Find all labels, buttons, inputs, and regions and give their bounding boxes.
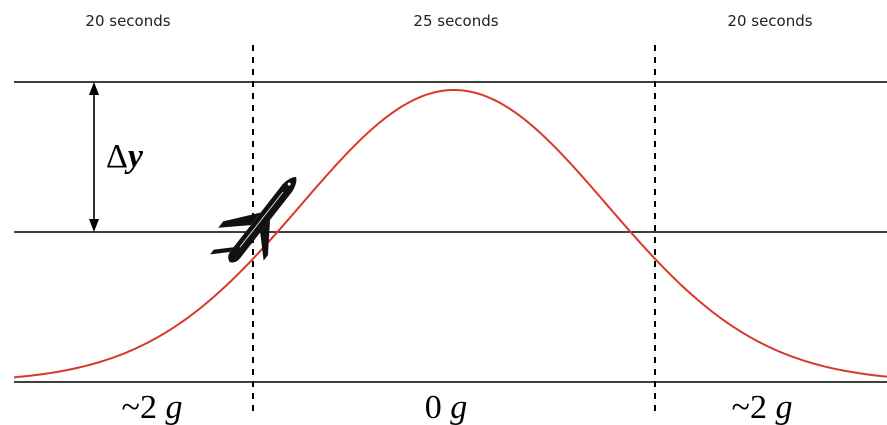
gforce-label-pull-out: ~2 g: [732, 389, 793, 425]
gforce-label-pull-up: ~2 g: [122, 389, 183, 425]
gforce-value-pull-up: ~2: [122, 389, 157, 425]
gforce-label-parabola: 0 g: [425, 389, 468, 425]
flight-trajectory-curve: [14, 90, 887, 377]
gforce-value-pull-out: ~2: [732, 389, 767, 425]
height-difference-label: Δy: [106, 138, 144, 175]
gforce-unit-parabola: g: [450, 389, 467, 425]
phase-duration-pull-up: 20 seconds: [85, 12, 170, 30]
gforce-value-parabola: 0: [425, 389, 442, 425]
airplane-icon: [202, 158, 316, 282]
phase-duration-pull-out: 20 seconds: [727, 12, 812, 30]
phase-duration-parabola: 25 seconds: [413, 12, 498, 30]
gforce-unit-pull-out: g: [775, 389, 792, 425]
height-difference-arrow: [89, 82, 99, 232]
gforce-unit-pull-up: g: [165, 389, 182, 425]
delta-symbol: Δ: [106, 138, 128, 175]
